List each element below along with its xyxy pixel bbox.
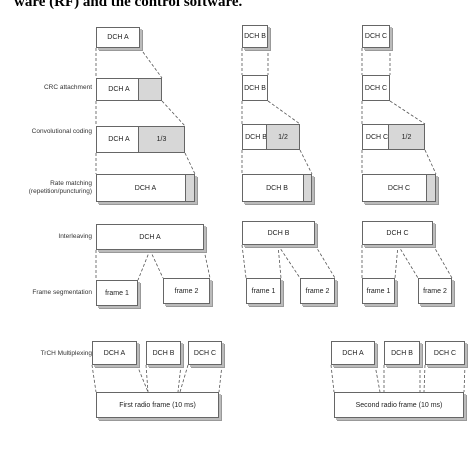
footer-divider [0,448,474,457]
dch-a-frame-2: frame 2 [163,278,210,304]
dch-c-coded-label: DCH C [365,133,389,141]
dch-a-coded-label: DCH A [108,136,130,143]
dch-a-rate-matched: DCH A [96,174,195,202]
dch-b-rm-label: DCH B [266,184,288,192]
label-crc-attachment: CRC attachment [43,84,92,91]
dch-a-crc-label: DCH A [108,86,130,93]
mux2-dch-b: DCH B [384,341,420,365]
dch-a-coded-block: DCH A 1/3 [96,126,185,153]
dch-c-coded-block: DCH C 1/2 [362,124,425,150]
dch-b-rate-matched: DCH B [242,174,312,202]
crc-bits [138,79,161,100]
dch-a-frame-1: frame 1 [96,280,138,306]
dch-c-block: DCH C [362,25,390,48]
dch-a-interleaved: DCH A [96,224,204,250]
dch-b-block: DCH B [242,25,268,48]
dch-b-coded-label: DCH B [245,133,267,141]
dch-b-coded-block: DCH B 1/2 [242,124,300,150]
dch-b-frame-1: frame 1 [246,278,281,304]
dch-c-frame-2: frame 2 [418,278,452,304]
dch-b-code-rate: 1/2 [266,125,299,149]
rm-bits [426,175,435,201]
dch-a-rm-label: DCH A [134,184,157,192]
label-rate-matching: Rate matching (repetition/puncturing) [28,180,92,195]
dch-b-interleaved: DCH B [242,221,315,245]
mux1-dch-a: DCH A [92,341,137,365]
rm-bits [185,175,194,201]
dch-a-code-rate: 1/3 [138,127,184,152]
label-frame-segmentation: Frame segmentation [32,289,92,296]
mux2-dch-c: DCH C [425,341,465,365]
label-interleaving: Interleaving [58,233,92,240]
second-radio-frame: Second radio frame (10 ms) [334,392,464,418]
dch-b-frame-2: frame 2 [300,278,335,304]
mux1-dch-c: DCH C [188,341,222,365]
dch-c-code-rate: 1/2 [388,125,424,149]
dch-b-crc-block: DCH B [242,75,268,101]
label-trch-multiplexing: TrCH Multiplexing [40,350,92,357]
mux1-dch-b: DCH B [146,341,181,365]
dch-c-frame-1: frame 1 [362,278,395,304]
dch-c-interleaved: DCH C [362,221,433,245]
rm-bits [303,175,311,201]
dch-c-rm-label: DCH C [387,184,411,192]
first-radio-frame: First radio frame (10 ms) [96,392,219,418]
label-convolutional-coding: Convolutional coding [31,128,92,135]
dch-c-crc-block: DCH C [362,75,390,101]
page-header-text: ware (RF) and the control software. [14,0,243,10]
dch-a-block: DCH A [96,27,140,48]
dch-c-rate-matched: DCH C [362,174,436,202]
mux2-dch-a: DCH A [331,341,375,365]
dch-a-crc-block: DCH A [96,78,162,101]
